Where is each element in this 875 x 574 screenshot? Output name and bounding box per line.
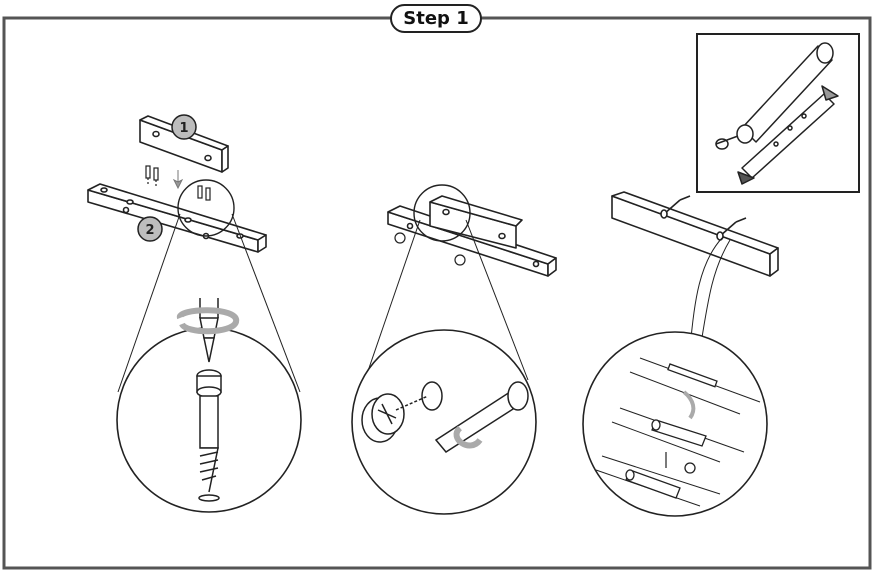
down-arrow-icon bbox=[172, 170, 184, 190]
badge-2-label: 2 bbox=[145, 223, 154, 238]
zoom-ring bbox=[177, 179, 235, 237]
inset-dowel-detail bbox=[715, 42, 839, 185]
cam-bolt bbox=[196, 369, 222, 502]
rotation-arrow-icon-2 bbox=[453, 425, 483, 449]
panel-1-boards bbox=[87, 115, 267, 253]
badge-1: 1 bbox=[171, 114, 197, 140]
screw-icon bbox=[145, 165, 211, 201]
detail-circle-2 bbox=[351, 329, 537, 515]
rotation-arrow-icon bbox=[177, 307, 239, 335]
step-title-label: Step 1 bbox=[403, 8, 469, 29]
badge-2: 2 bbox=[137, 216, 163, 242]
zoom-ring-2 bbox=[413, 184, 471, 242]
cam-lock-icon bbox=[394, 232, 466, 266]
step-title: Step 1 bbox=[390, 4, 482, 33]
dowel-icon bbox=[625, 363, 718, 499]
panel-3-boards bbox=[611, 191, 779, 277]
badge-1-label: 1 bbox=[179, 121, 188, 136]
